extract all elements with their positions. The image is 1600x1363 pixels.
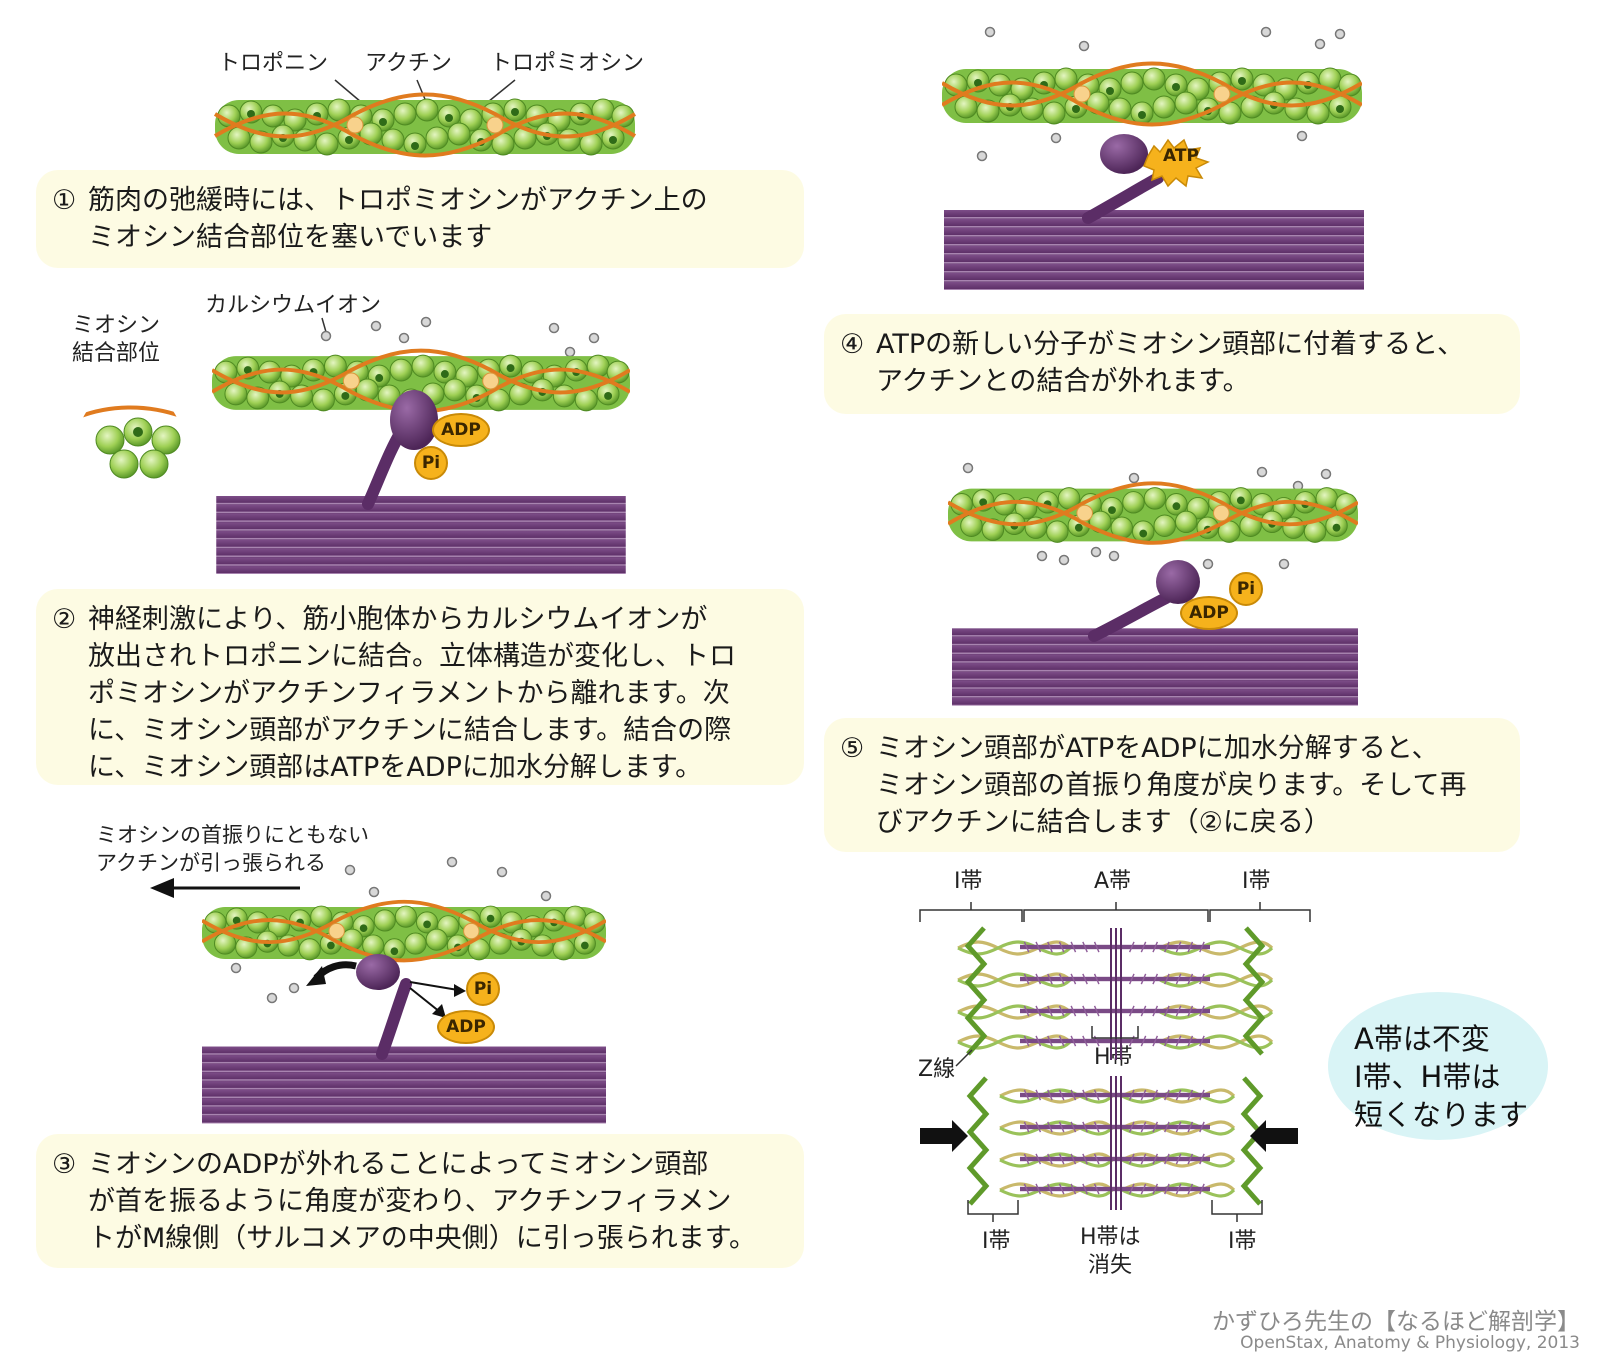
- pi-molecule: Pi: [1229, 572, 1263, 606]
- contraction-arrow-left: [920, 1120, 968, 1152]
- i-band-bracket-bottom-left: [967, 1200, 1019, 1215]
- label-tropomyosin: トロポミオシン: [490, 51, 645, 76]
- sarcomere-contracted: [920, 1076, 1298, 1222]
- caption-step-2: ② 神経刺激により、筋小胞体からカルシウムイオンが 放出されトロポニンに結合。立…: [36, 589, 804, 785]
- label-troponin: トロポニン: [218, 51, 329, 76]
- binding-site-inset: [78, 388, 182, 492]
- caption-line: ミオシンのADPが外れることによってミオシン頭部: [88, 1149, 709, 1180]
- caption-line: ミオシン頭部の首振り角度が戻ります。そして再: [876, 770, 1467, 801]
- panel2-illustration: [78, 316, 630, 574]
- myosin-neck: [1088, 592, 1172, 642]
- myosin-head: [1100, 134, 1148, 174]
- step-number: ②: [52, 604, 77, 635]
- adp-molecule: ADP: [437, 1010, 495, 1044]
- troponin-pointer: [334, 79, 362, 103]
- label-i-band-bottom-left: I帯: [982, 1229, 1011, 1254]
- label-h-band-gone-line2: 消失: [1088, 1253, 1133, 1278]
- myosin-head: [390, 390, 438, 450]
- note-line: I帯、H帯は: [1354, 1060, 1501, 1094]
- panel5-illustration: [946, 462, 1358, 706]
- actin-filament: [202, 899, 606, 963]
- thick-filament: [216, 496, 626, 574]
- label-i-band-bottom-right: I帯: [1228, 1229, 1257, 1254]
- pi-molecule: Pi: [414, 446, 448, 480]
- h-band-bracket: [1091, 1026, 1139, 1039]
- atp-label: ATP: [1163, 146, 1199, 166]
- label-actin: アクチン: [365, 51, 452, 76]
- caption-line: アクチンとの結合が外れます。: [876, 366, 1250, 397]
- label-binding-site-line2: 結合部位: [72, 341, 161, 366]
- band-brackets-top: [919, 902, 1311, 922]
- caption-line: に、ミオシン頭部がアクチンに結合します。結合の際: [88, 715, 732, 746]
- caption-line: ミオシン結合部位を塞いでいます: [88, 222, 493, 253]
- credit-author: かずひろ先生の【なるほど解剖学】: [1212, 1309, 1580, 1335]
- myosin-neck: [1082, 172, 1164, 224]
- sarcomere-relaxed: [955, 926, 1272, 1067]
- step-number: ⑤: [840, 733, 865, 764]
- caption-line: ATPの新しい分子がミオシン頭部に付着すると、: [876, 329, 1465, 360]
- label-z-line: Z線: [918, 1057, 956, 1082]
- step-number: ①: [52, 185, 77, 216]
- thick-filament: [944, 210, 1364, 290]
- label-h-band-gone-line1: H帯は: [1080, 1225, 1141, 1250]
- caption-line: 放出されトロポニンに結合。立体構造が変化し、トロ: [88, 641, 736, 672]
- label-pull-line1: ミオシンの首振りにともない: [96, 823, 369, 847]
- note-line: A帯は不変: [1354, 1022, 1490, 1056]
- caption-line: が首を振るように角度が変わり、アクチンフィラメン: [88, 1186, 732, 1217]
- actin-filament: [215, 95, 635, 156]
- panel4-illustration: [940, 26, 1364, 290]
- caption-line: 筋肉の弛緩時には、トロポミオシンがアクチン上の: [88, 185, 708, 216]
- z-line-right: [1242, 926, 1266, 1056]
- caption-step-5: ⑤ ミオシン頭部がATPをADPに加水分解すると、 ミオシン頭部の首振り角度が戻…: [824, 718, 1520, 852]
- panel3-illustration: [150, 856, 606, 1124]
- label-h-band: H帯: [1094, 1045, 1133, 1070]
- note-line: 短くなります: [1354, 1098, 1529, 1132]
- z-line-pointer: [955, 1049, 973, 1067]
- thick-filament: [202, 1046, 606, 1124]
- label-pull-line2: アクチンが引っ張られる: [96, 851, 326, 875]
- adp-molecule: ADP: [1180, 596, 1238, 630]
- label-i-band-top-right: I帯: [1242, 869, 1271, 894]
- caption-step-1: ① 筋肉の弛緩時には、トロポミオシンがアクチン上の ミオシン結合部位を塞いでいま…: [36, 170, 804, 268]
- z-line-left: [964, 926, 988, 1056]
- calcium-ions: [230, 856, 552, 1004]
- thick-filament: [952, 628, 1358, 706]
- contraction-arrow-right: [1250, 1120, 1298, 1152]
- caption-line: 神経刺激により、筋小胞体からカルシウムイオンが: [88, 604, 708, 635]
- myosin-head: [1156, 560, 1200, 604]
- i-band-bracket-bottom-right: [1211, 1200, 1263, 1215]
- caption-step-3: ③ ミオシンのADPが外れることによってミオシン頭部 が首を振るように角度が変わ…: [36, 1134, 804, 1268]
- label-binding-site-line1: ミオシン: [72, 313, 161, 338]
- myosin-neck: [362, 424, 408, 510]
- panel1-illustration: [195, 79, 665, 166]
- caption-line: ポミオシンがアクチンフィラメントから離れます。次: [88, 678, 730, 709]
- actin-filament: [948, 483, 1358, 543]
- label-calcium-ion: カルシウムイオン: [205, 293, 382, 318]
- pi-molecule: Pi: [466, 972, 500, 1006]
- caption-line: トがM線側（サルコメアの中央側）に引っ張られます。: [88, 1223, 757, 1254]
- sarcomere-diagram: [919, 902, 1311, 1222]
- caption-line: びアクチンに結合します（②に戻る）: [876, 807, 1331, 838]
- myosin-head: [356, 954, 400, 990]
- credit-source: OpenStax, Anatomy & Physiology, 2013: [1240, 1333, 1580, 1353]
- step-number: ④: [840, 329, 865, 360]
- adp-molecule: ADP: [432, 413, 490, 447]
- step-number: ③: [52, 1149, 77, 1180]
- myosin-neck: [376, 978, 412, 1060]
- z-line-left: [966, 1076, 990, 1206]
- caption-line: ミオシン頭部がATPをADPに加水分解すると、: [876, 733, 1439, 764]
- atp-burst: [1143, 138, 1210, 188]
- calcium-ions: [976, 26, 1346, 162]
- calcium-ions: [962, 462, 1332, 570]
- caption-line: に、ミオシン頭部はATPをADPに加水分解します。: [88, 752, 703, 783]
- label-a-band: A帯: [1094, 869, 1132, 894]
- actin-filament: [942, 64, 1362, 125]
- label-i-band-top-left: I帯: [954, 869, 983, 894]
- caption-step-4: ④ ATPの新しい分子がミオシン頭部に付着すると、 アクチンとの結合が外れます。: [824, 314, 1520, 414]
- z-line-right: [1240, 1076, 1264, 1206]
- note-bubble: A帯は不変 I帯、H帯は 短くなります: [1328, 992, 1548, 1140]
